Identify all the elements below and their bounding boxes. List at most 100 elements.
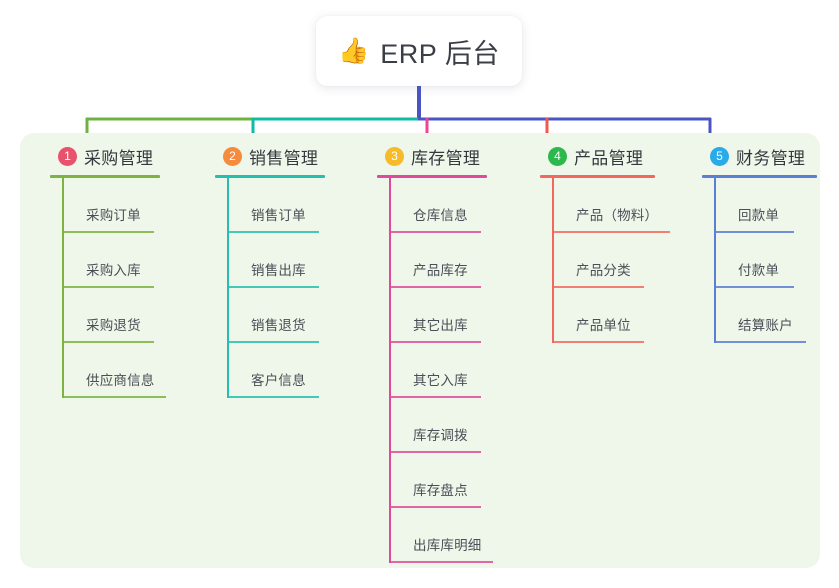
menu-item[interactable]: 产品（物料） [552, 178, 670, 233]
menu-item-rule [62, 396, 166, 398]
menu-item-rule [227, 396, 319, 398]
menu-item-label: 采购退货 [86, 318, 141, 333]
menu-item-rule [714, 341, 806, 343]
menu-item-rule [389, 231, 481, 233]
column-title-3: 库存管理 [411, 148, 481, 168]
menu-item-label: 销售退货 [251, 318, 306, 333]
menu-item[interactable]: 客户信息 [227, 343, 325, 398]
column-header-4[interactable]: 4 产品管理 [528, 143, 655, 169]
menu-item[interactable]: 出库库明细 [389, 508, 493, 563]
menu-item-rule [62, 286, 154, 288]
menu-item-rule [552, 341, 644, 343]
menu-item-rule [227, 286, 319, 288]
column-5: 5 财务管理回款单付款单结算账户 [690, 143, 817, 343]
column-items-1: 采购订单采购入库采购退货供应商信息 [62, 178, 166, 398]
column-badge-1: 1 [58, 146, 77, 166]
menu-item-rule [552, 286, 644, 288]
menu-item[interactable]: 采购订单 [62, 178, 160, 233]
menu-item-label: 出库库明细 [413, 538, 482, 553]
menu-item[interactable]: 产品分类 [552, 233, 655, 288]
column-title-5: 财务管理 [736, 148, 806, 168]
menu-item-label: 供应商信息 [86, 373, 155, 388]
column-badge-5: 5 [710, 146, 729, 166]
menu-item[interactable]: 采购退货 [62, 288, 160, 343]
menu-item-rule [389, 396, 481, 398]
root-node-card[interactable]: 👍 ERP 后台 [316, 16, 522, 86]
menu-item-rule [552, 231, 670, 233]
diagram-panel [20, 133, 820, 568]
column-spine-1 [62, 178, 64, 398]
column-header-rule-1 [50, 175, 160, 178]
menu-item[interactable]: 仓库信息 [389, 178, 487, 233]
column-1: 1 采购管理采购订单采购入库采购退货供应商信息 [38, 143, 166, 398]
column-4: 4 产品管理产品（物料） 产品分类产品单位 [528, 143, 670, 343]
column-header-2[interactable]: 2 销售管理 [203, 143, 325, 169]
menu-item[interactable]: 销售订单 [227, 178, 325, 233]
column-badge-4: 4 [548, 146, 567, 166]
root-node-content: 👍 ERP 后台 [338, 32, 500, 71]
menu-item[interactable]: 库存盘点 [389, 453, 487, 508]
column-title-2: 销售管理 [249, 148, 319, 168]
menu-item[interactable]: 其它入库 [389, 343, 487, 398]
column-title-1: 采购管理 [84, 148, 154, 168]
column-items-2: 销售订单销售出库销售退货客户信息 [227, 178, 325, 398]
menu-item-label: 回款单 [738, 208, 780, 223]
menu-item-rule [227, 341, 319, 343]
menu-item[interactable]: 库存调拨 [389, 398, 487, 453]
column-header-rule-3 [377, 175, 487, 178]
column-items-4: 产品（物料） 产品分类产品单位 [552, 178, 670, 343]
column-title-4: 产品管理 [574, 148, 644, 168]
column-header-rule-5 [702, 175, 817, 178]
menu-item-label: 产品单位 [576, 318, 631, 333]
menu-item[interactable]: 结算账户 [714, 288, 817, 343]
menu-item-label: 产品库存 [413, 263, 468, 278]
menu-item-label: 仓库信息 [413, 208, 468, 223]
menu-item-label: 采购订单 [86, 208, 141, 223]
menu-item[interactable]: 产品单位 [552, 288, 655, 343]
menu-item[interactable]: 销售出库 [227, 233, 325, 288]
menu-item-rule [227, 231, 319, 233]
menu-item-rule [389, 451, 481, 453]
menu-item-rule [389, 506, 481, 508]
column-header-5[interactable]: 5 财务管理 [690, 143, 817, 169]
column-spine-3 [389, 178, 391, 563]
menu-item-label: 产品（物料） [576, 208, 659, 223]
menu-item-rule [389, 286, 481, 288]
column-header-3[interactable]: 3 库存管理 [365, 143, 487, 169]
menu-item[interactable]: 采购入库 [62, 233, 160, 288]
menu-item-rule [714, 231, 794, 233]
thumbs-up-icon: 👍 [338, 36, 370, 65]
column-spine-2 [227, 178, 229, 398]
menu-item-label: 其它出库 [413, 318, 468, 333]
menu-item-rule [714, 286, 794, 288]
column-spine-4 [552, 178, 554, 343]
column-header-rule-2 [215, 175, 325, 178]
column-badge-2: 2 [223, 146, 242, 166]
menu-item[interactable]: 产品库存 [389, 233, 487, 288]
menu-item-label: 客户信息 [251, 373, 306, 388]
menu-item-label: 产品分类 [576, 263, 631, 278]
menu-item-rule [389, 561, 493, 563]
menu-item-label: 销售出库 [251, 263, 306, 278]
menu-item-label: 库存调拨 [413, 428, 468, 443]
column-spine-5 [714, 178, 716, 343]
menu-item-rule [62, 341, 154, 343]
menu-item-label: 结算账户 [738, 318, 793, 333]
menu-item[interactable]: 供应商信息 [62, 343, 166, 398]
menu-item[interactable]: 销售退货 [227, 288, 325, 343]
menu-item[interactable]: 其它出库 [389, 288, 487, 343]
column-2: 2 销售管理销售订单销售出库销售退货客户信息 [203, 143, 325, 398]
column-header-1[interactable]: 1 采购管理 [38, 143, 160, 169]
column-3: 3 库存管理仓库信息产品库存其它出库其它入库库存调拨库存盘点出库库明细 [365, 143, 493, 563]
column-items-3: 仓库信息产品库存其它出库其它入库库存调拨库存盘点出库库明细 [389, 178, 493, 563]
menu-item-label: 库存盘点 [413, 483, 468, 498]
menu-item-label: 其它入库 [413, 373, 468, 388]
menu-item[interactable]: 付款单 [714, 233, 817, 288]
menu-item-label: 采购入库 [86, 263, 141, 278]
menu-item-rule [62, 231, 154, 233]
column-badge-3: 3 [385, 146, 404, 166]
menu-item[interactable]: 回款单 [714, 178, 817, 233]
column-items-5: 回款单付款单结算账户 [714, 178, 817, 343]
column-header-rule-4 [540, 175, 655, 178]
root-node-title: ERP 后台 [380, 38, 500, 69]
